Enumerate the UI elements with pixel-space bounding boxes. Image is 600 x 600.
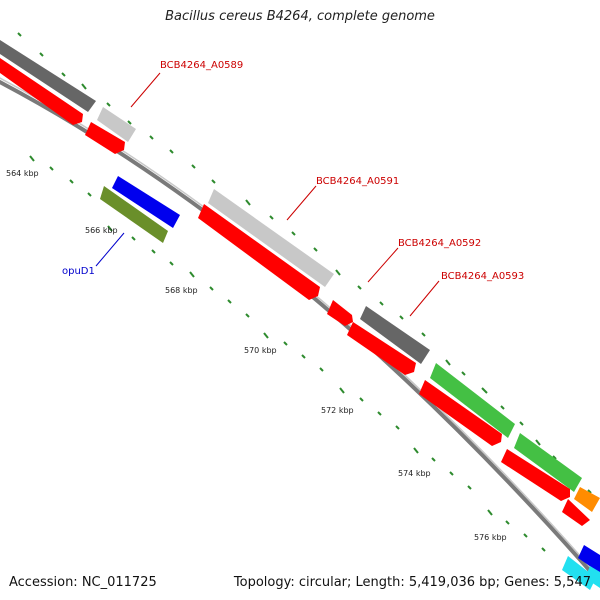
scale-label-570: 570 kbp [244, 346, 277, 355]
gene-feature-red-large[interactable] [198, 204, 320, 300]
gene-feature-dark-gray[interactable] [0, 40, 96, 112]
accession-text: Accession: NC_011725 [9, 575, 157, 590]
scale-label-572: 572 kbp [321, 406, 354, 415]
gene-feature-cyan[interactable] [562, 556, 596, 590]
gene-feature-light-gray-large[interactable] [208, 189, 334, 287]
gene-labels: BCB4264_A0589 BCB4264_A0591 BCB4264_A059… [62, 60, 524, 282]
gene-features [0, 40, 600, 590]
gene-feature-green[interactable] [430, 363, 515, 438]
gene-feature-olive[interactable] [100, 186, 168, 243]
genome-backbone [0, 77, 600, 582]
scale-ticks [17, 32, 592, 552]
gene-feature-red-a0593[interactable] [347, 322, 416, 375]
gene-feature-red-right[interactable] [419, 380, 502, 446]
gene-feature-red-tail[interactable] [562, 499, 590, 526]
gene-feature-red[interactable] [0, 58, 83, 125]
gene-label-a0592[interactable]: BCB4264_A0592 [398, 238, 481, 249]
gene-label-opud1[interactable]: opuD1 [62, 266, 95, 277]
gene-feature-dark-gray-a0593[interactable] [360, 306, 430, 364]
scale-label-576: 576 kbp [474, 533, 507, 542]
gene-feature-light-gray[interactable] [97, 107, 136, 142]
map-title: Bacillus cereus B4264, complete genome [165, 9, 435, 24]
gene-feature-orange[interactable] [574, 487, 600, 512]
gene-feature-red-far[interactable] [501, 449, 570, 501]
gene-feature-blue[interactable] [112, 176, 180, 228]
gene-feature-red-small[interactable] [85, 122, 125, 154]
gene-feature-cyan-2[interactable] [585, 566, 600, 588]
genome-summary-text: Topology: circular; Length: 5,419,036 bp… [233, 575, 591, 590]
gene-feature-green-far[interactable] [514, 433, 582, 492]
scale-label-564: 564 kbp [6, 169, 39, 178]
gene-label-a0593[interactable]: BCB4264_A0593 [441, 271, 524, 282]
gene-feature-red-a0592[interactable] [327, 300, 353, 326]
scale-label-568: 568 kbp [165, 286, 198, 295]
scale-labels: 564 kbp 566 kbp 568 kbp 570 kbp 572 kbp … [6, 169, 507, 542]
scale-label-574: 574 kbp [398, 469, 431, 478]
gene-label-a0591[interactable]: BCB4264_A0591 [316, 176, 399, 187]
gene-label-a0589[interactable]: BCB4264_A0589 [160, 60, 243, 71]
gene-feature-blue-bottom[interactable] [578, 545, 600, 573]
label-leaders [95, 72, 440, 317]
scale-label-566: 566 kbp [85, 226, 118, 235]
